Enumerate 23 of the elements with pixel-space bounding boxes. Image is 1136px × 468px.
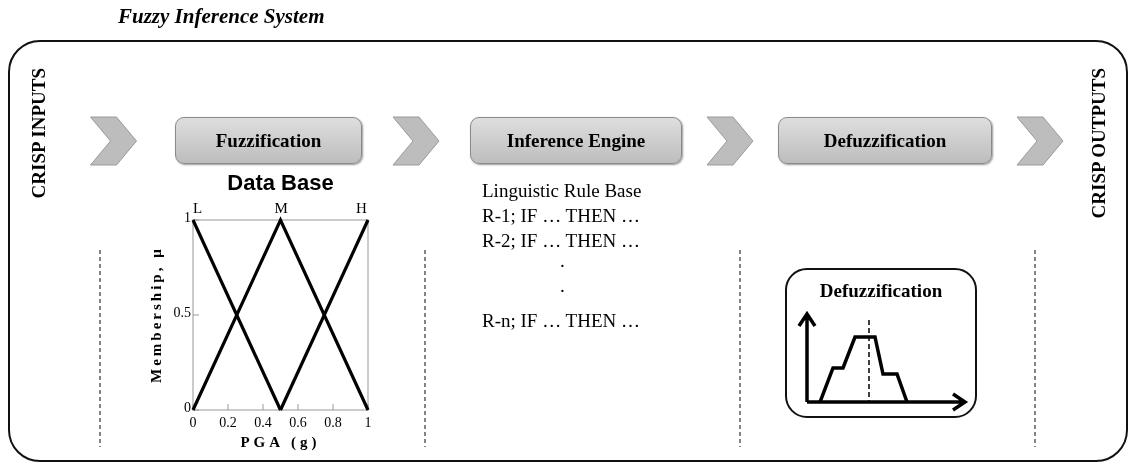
tick-label: 0.8 xyxy=(323,415,343,431)
tick-label: 0.6 xyxy=(288,415,308,431)
rule-text: . xyxy=(560,250,565,272)
tick-label: 0.2 xyxy=(218,415,238,431)
series-label: L xyxy=(193,200,203,217)
tick-label: 0.4 xyxy=(253,415,273,431)
tick-label: 0.5 xyxy=(173,305,191,321)
tick-label: 1 xyxy=(363,415,373,431)
rule-text: R-1; IF … THEN … xyxy=(482,205,640,227)
series-label: M xyxy=(274,200,288,217)
panel-title: Defuzzification xyxy=(818,280,944,302)
rule-text: . xyxy=(560,275,565,297)
rule-text: R-2; IF … THEN … xyxy=(482,230,640,252)
tick-label: 1 xyxy=(184,210,191,226)
axis-label: Membership, μ xyxy=(148,245,165,386)
tick-label: 0 xyxy=(188,415,198,431)
section-heading: Linguistic Rule Base xyxy=(482,180,642,202)
rule-text: R-n; IF … THEN … xyxy=(482,310,640,332)
axis-label: PGA (g) xyxy=(239,434,322,451)
tick-label: 0 xyxy=(184,400,191,416)
series-label: H xyxy=(356,200,367,217)
group-title: Fuzzy Inference System xyxy=(118,4,325,29)
chart-title: Data Base xyxy=(226,170,335,196)
